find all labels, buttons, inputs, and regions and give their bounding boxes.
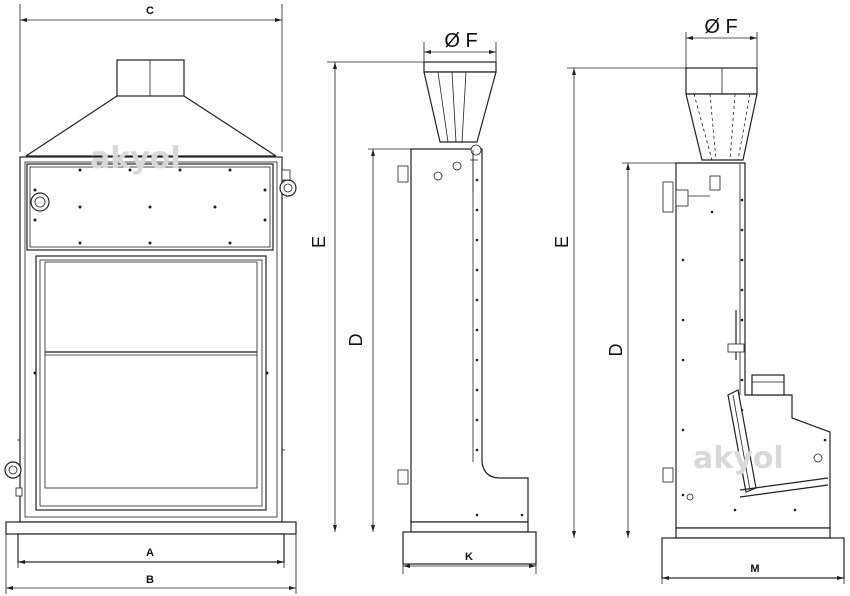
hood [25, 59, 277, 157]
dimension-f-2: Ø F [685, 16, 758, 68]
watermark-side: akyol [693, 441, 784, 476]
cyclone-2 [685, 67, 758, 161]
dimension-k: K [402, 551, 537, 574]
dimension-f-1: Ø F [423, 30, 497, 62]
label-a: A [146, 547, 154, 559]
front-base [5, 521, 297, 563]
dimension-e-1: E [309, 61, 424, 532]
dimension-a: A [17, 547, 285, 568]
dimension-m: M [661, 563, 845, 584]
label-d-1: D [346, 334, 366, 347]
label-c: C [146, 5, 154, 17]
label-b: B [146, 574, 154, 586]
watermark-front: akyol [90, 141, 181, 176]
label-d-2: D [606, 344, 626, 357]
label-f-2: Ø F [704, 16, 737, 38]
dimension-c: C [19, 4, 283, 152]
side-view-1: Ø F E D [309, 30, 537, 574]
label-f-1: Ø F [444, 30, 477, 52]
label-k: K [465, 551, 473, 563]
dimension-e-2: E [552, 67, 686, 538]
front-view: C [4, 4, 297, 594]
label-m: M [750, 563, 759, 575]
cyclone-1 [423, 61, 497, 143]
side-base-1 [402, 521, 537, 565]
side-body-2 [662, 162, 831, 529]
side-view-2: Ø F E D [552, 16, 845, 584]
cabinet [4, 156, 297, 523]
label-e-1: E [309, 236, 329, 248]
label-e-2: E [552, 236, 572, 248]
side-base-2 [661, 527, 845, 579]
dimension-d-2: D [606, 162, 676, 538]
side-body-1 [397, 144, 529, 523]
dimension-d-1: D [346, 148, 411, 532]
dimension-b: B [5, 534, 297, 594]
